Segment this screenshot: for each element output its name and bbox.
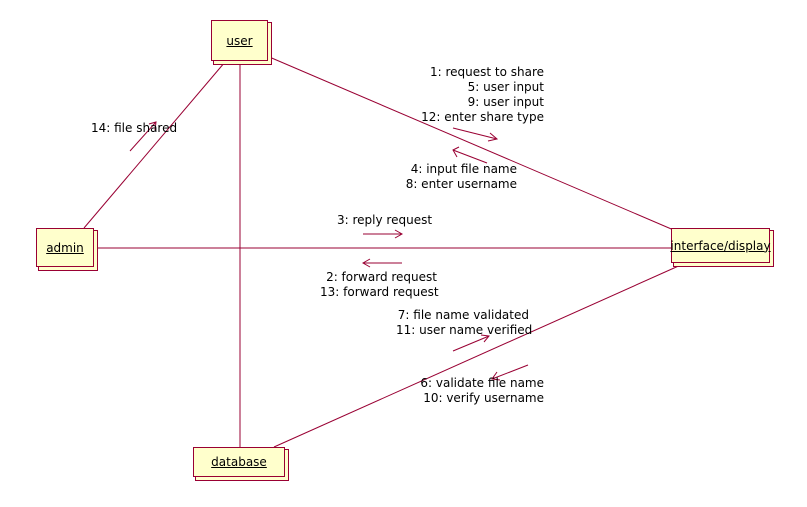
message-label: 1: request to share bbox=[429, 65, 544, 79]
messages-user-to-interface: 1: request to share 5: user input 9: use… bbox=[420, 65, 544, 125]
message-label: 11: user name verified bbox=[396, 323, 533, 337]
messages-admin-to-interface: 3: reply request bbox=[337, 213, 432, 228]
message-label: 4: input file name bbox=[410, 162, 517, 176]
message-label: 3: reply request bbox=[337, 213, 433, 227]
arrow-interface-to-database bbox=[491, 364, 529, 381]
message-label: 13: forward request bbox=[320, 285, 439, 299]
arrow-interface-to-user bbox=[452, 146, 488, 164]
messages-interface-to-database: 6: validate file name 10: verify usernam… bbox=[420, 376, 544, 406]
object-user[interactable]: user bbox=[211, 20, 268, 61]
object-interface-display[interactable]: interface/display bbox=[670, 228, 771, 263]
object-database[interactable]: database bbox=[193, 447, 285, 477]
arrow-user-to-admin bbox=[129, 121, 157, 152]
link-user-admin[interactable] bbox=[83, 61, 226, 229]
message-label: 14: file shared bbox=[91, 121, 178, 135]
message-label: 8: enter username bbox=[405, 177, 517, 191]
message-label: 10: verify username bbox=[423, 391, 544, 405]
message-label: 2: forward request bbox=[326, 270, 437, 284]
messages-database-to-interface: 7: file name validated 11: user name ver… bbox=[396, 308, 533, 338]
message-label: 7: file name validated bbox=[397, 308, 529, 322]
object-admin[interactable]: admin bbox=[36, 228, 94, 267]
link-user-interface[interactable] bbox=[266, 55, 684, 235]
link-interface-database[interactable] bbox=[273, 263, 684, 448]
messages-user-to-admin: 14: file shared bbox=[91, 121, 177, 136]
arrow-user-to-interface bbox=[452, 127, 499, 142]
arrow-admin-to-interface bbox=[363, 229, 404, 239]
messages-interface-to-admin: 2: forward request 13: forward request bbox=[320, 270, 439, 300]
message-label: 9: user input bbox=[467, 95, 544, 109]
messages-interface-to-user: 4: input file name 8: enter username bbox=[400, 162, 517, 192]
message-label: 6: validate file name bbox=[420, 376, 544, 390]
arrow-database-to-interface bbox=[452, 334, 490, 352]
arrow-interface-to-admin bbox=[361, 258, 402, 268]
message-label: 5: user input bbox=[467, 80, 544, 94]
message-label: 12: enter share type bbox=[421, 110, 544, 124]
